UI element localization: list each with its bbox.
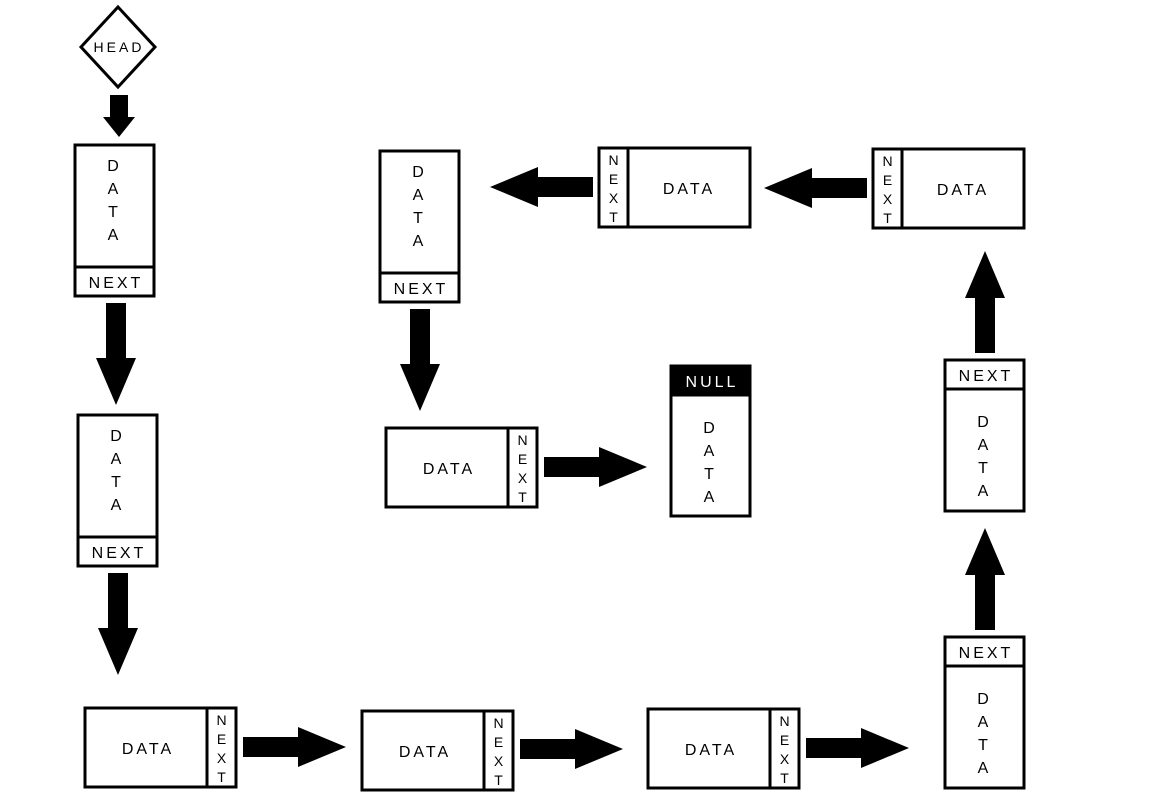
data-label: DATA xyxy=(937,182,989,199)
arrow-right xyxy=(544,447,647,487)
node-12-tail: NULL D A T A xyxy=(669,364,752,518)
node-11: DATA N E X T xyxy=(384,426,539,509)
next-letter: E xyxy=(883,172,892,188)
arrow-right xyxy=(806,728,909,768)
data-letter: D xyxy=(977,414,992,431)
next-letter: X xyxy=(609,190,619,206)
next-label: NEXT xyxy=(959,645,1014,662)
arrow-up xyxy=(965,251,1005,353)
null-label: NULL xyxy=(686,374,739,391)
next-letter: E xyxy=(609,171,618,187)
data-label: DATA xyxy=(399,744,451,761)
data-letter: T xyxy=(978,460,991,477)
arrow-down-head xyxy=(103,95,135,137)
next-letter: N xyxy=(882,153,892,169)
data-letter: T xyxy=(108,204,121,221)
data-label: DATA xyxy=(423,461,475,478)
next-letter: N xyxy=(493,715,503,731)
data-letter: A xyxy=(978,760,992,777)
next-letter: N xyxy=(779,713,789,729)
data-letter: A xyxy=(111,497,125,514)
data-letter: A xyxy=(108,181,122,198)
node-1: D A T A NEXT xyxy=(73,143,156,298)
next-letter: T xyxy=(518,489,527,505)
node-7: NEXT D A T A xyxy=(943,358,1026,513)
next-label: NEXT xyxy=(92,545,147,562)
next-letter: N xyxy=(608,152,618,168)
arrow-left xyxy=(490,167,593,207)
node-10: D A T A NEXT xyxy=(378,149,461,304)
data-letter: A xyxy=(978,714,992,731)
node-3: DATA N E X T xyxy=(83,706,238,789)
arrow-up xyxy=(965,528,1005,630)
next-label: NEXT xyxy=(959,368,1014,385)
data-label: DATA xyxy=(685,742,737,759)
data-letter: T xyxy=(978,737,991,754)
next-letter: X xyxy=(883,191,893,207)
next-label: NEXT xyxy=(394,281,449,298)
arrow-down xyxy=(98,573,138,675)
arrow-right xyxy=(520,729,623,769)
next-letter: T xyxy=(780,770,789,786)
node-6: NEXT D A T A xyxy=(943,635,1026,790)
data-letter: A xyxy=(108,227,122,244)
data-letter: T xyxy=(111,474,124,491)
next-letter: N xyxy=(517,432,527,448)
next-label: NEXT xyxy=(89,275,144,292)
node-5: DATA N E X T xyxy=(646,707,801,790)
next-letter: T xyxy=(217,769,226,785)
arrow-down xyxy=(96,303,136,405)
data-letter: D xyxy=(412,164,427,181)
data-letter: A xyxy=(704,489,718,506)
next-letter: X xyxy=(494,753,504,769)
data-letter: D xyxy=(703,420,718,437)
data-letter: A xyxy=(704,443,718,460)
data-letter: A xyxy=(978,437,992,454)
data-letter: A xyxy=(978,483,992,500)
head-label: HEAD xyxy=(94,39,145,55)
next-letter: X xyxy=(217,750,227,766)
node-8: N E X T DATA xyxy=(871,147,1026,230)
node-4: DATA N E X T xyxy=(360,709,515,792)
next-letter: E xyxy=(518,451,527,467)
node-2: D A T A NEXT xyxy=(76,413,159,568)
next-letter: T xyxy=(494,772,503,788)
next-letter: E xyxy=(780,732,789,748)
next-letter: T xyxy=(609,209,618,225)
next-letter: X xyxy=(780,751,790,767)
data-letter: D xyxy=(107,158,122,175)
arrow-right xyxy=(243,727,346,767)
arrow-down xyxy=(400,309,440,411)
data-letter: T xyxy=(413,210,426,227)
data-letter: D xyxy=(977,691,992,708)
data-label: DATA xyxy=(122,741,174,758)
data-letter: A xyxy=(111,451,125,468)
next-letter: X xyxy=(518,470,528,486)
next-letter: T xyxy=(883,210,892,226)
data-label: DATA xyxy=(663,181,715,198)
next-letter: E xyxy=(494,734,503,750)
node-9: N E X T DATA xyxy=(597,146,752,229)
next-letter: E xyxy=(217,731,226,747)
data-letter: T xyxy=(704,466,717,483)
data-letter: D xyxy=(110,428,125,445)
head-node: HEAD xyxy=(78,4,158,90)
arrow-left xyxy=(764,168,867,208)
data-letter: A xyxy=(413,187,427,204)
data-letter: A xyxy=(413,233,427,250)
next-letter: N xyxy=(216,712,226,728)
